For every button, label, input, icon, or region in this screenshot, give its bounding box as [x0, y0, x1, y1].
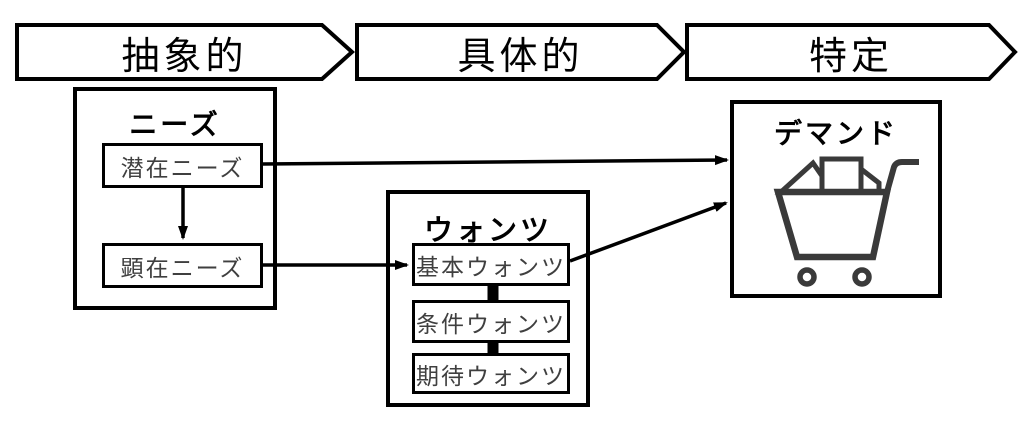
cart-wheel-left — [797, 267, 817, 287]
demand-box: デマンド — [730, 100, 942, 298]
demand-title: デマンド — [773, 118, 898, 149]
arrow-latent-needs-to-demand — [262, 155, 729, 166]
overt-needs-label: 顕在ニーズ — [120, 254, 245, 281]
needs-title: ニーズ — [129, 109, 221, 140]
banner-abstract: 抽象的 — [17, 25, 352, 79]
banner-abstract-shape — [15, 23, 355, 81]
expectation-wants-box: 期待ウォンツ — [412, 353, 570, 394]
condition-wants-box: 条件ウォンツ — [412, 300, 570, 343]
cart-wheel-right — [852, 267, 872, 287]
overt-needs-box: 顕在ニーズ — [102, 243, 263, 288]
expectation-wants-label: 期待ウォンツ — [416, 362, 566, 389]
banner-abstract-label: 抽象的 — [121, 35, 248, 78]
banner-specific-label: 特定 — [808, 35, 893, 78]
cart-handle — [884, 159, 919, 193]
cart-package-box — [819, 156, 864, 195]
latent-needs-label: 潜在ニーズ — [120, 154, 245, 181]
banner-specific-shape — [685, 23, 1018, 81]
basic-wants-label: 基本ウォンツ — [416, 253, 566, 280]
banner-concrete: 具体的 — [357, 25, 684, 79]
wants-box: ウォンツ 基本ウォンツ 条件ウォンツ 期待ウォンツ — [386, 190, 590, 407]
wants-title: ウォンツ — [423, 215, 552, 247]
cart-body — [773, 188, 892, 261]
cart-package-wedge — [858, 163, 882, 195]
condition-wants-label: 条件ウォンツ — [416, 310, 566, 337]
shopping-cart-icon — [773, 156, 919, 287]
needs-box: ニーズ 潜在ニーズ 顕在ニーズ — [73, 87, 277, 310]
banner-concrete-label: 具体的 — [457, 35, 584, 78]
arrow-basic-wants-to-demand — [569, 201, 728, 263]
latent-needs-box: 潜在ニーズ — [102, 143, 263, 188]
banner-concrete-shape — [355, 23, 687, 81]
banner-specific: 特定 — [687, 25, 1015, 79]
basic-wants-box: 基本ウォンツ — [412, 243, 570, 286]
